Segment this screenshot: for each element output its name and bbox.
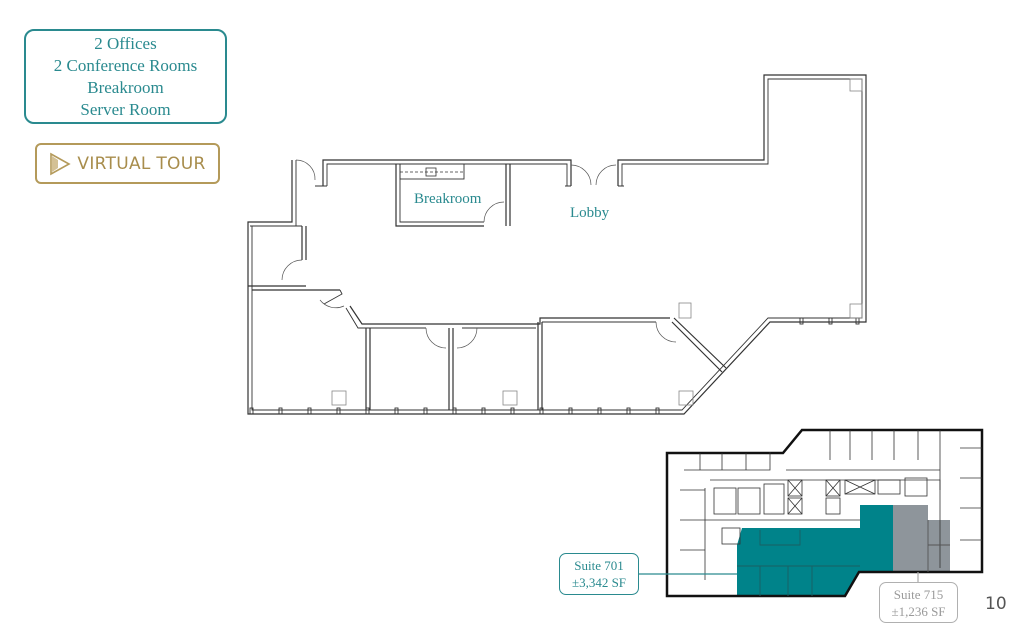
suite-701-callout: Suite 701 ±3,342 SF — [559, 553, 639, 595]
suite-name: Suite 701 — [574, 558, 624, 573]
features-box: 2 Offices 2 Conference Rooms Breakroom S… — [24, 29, 227, 124]
feature-item: 2 Conference Rooms — [53, 55, 198, 75]
virtual-tour-label: VIRTUAL TOUR — [77, 153, 206, 174]
room-label-lobby: Lobby — [570, 205, 610, 221]
room-label-breakroom: Breakroom — [414, 191, 482, 207]
suite-area: ±3,342 SF — [571, 575, 627, 590]
suite-area: ±1,236 SF — [891, 603, 946, 619]
virtual-tour-button[interactable]: VIRTUAL TOUR — [35, 143, 220, 184]
page-number: 10 — [985, 594, 1007, 614]
feature-item: Breakroom — [87, 77, 164, 97]
suite-715-callout: Suite 715 ±1,236 SF — [879, 582, 958, 623]
play-icon — [50, 152, 72, 175]
feature-item: 2 Offices — [94, 33, 157, 53]
suite-715-area — [893, 505, 950, 572]
suite-name: Suite 715 — [893, 586, 944, 602]
suite-701-area — [737, 505, 893, 596]
feature-item: Server Room — [80, 99, 171, 119]
